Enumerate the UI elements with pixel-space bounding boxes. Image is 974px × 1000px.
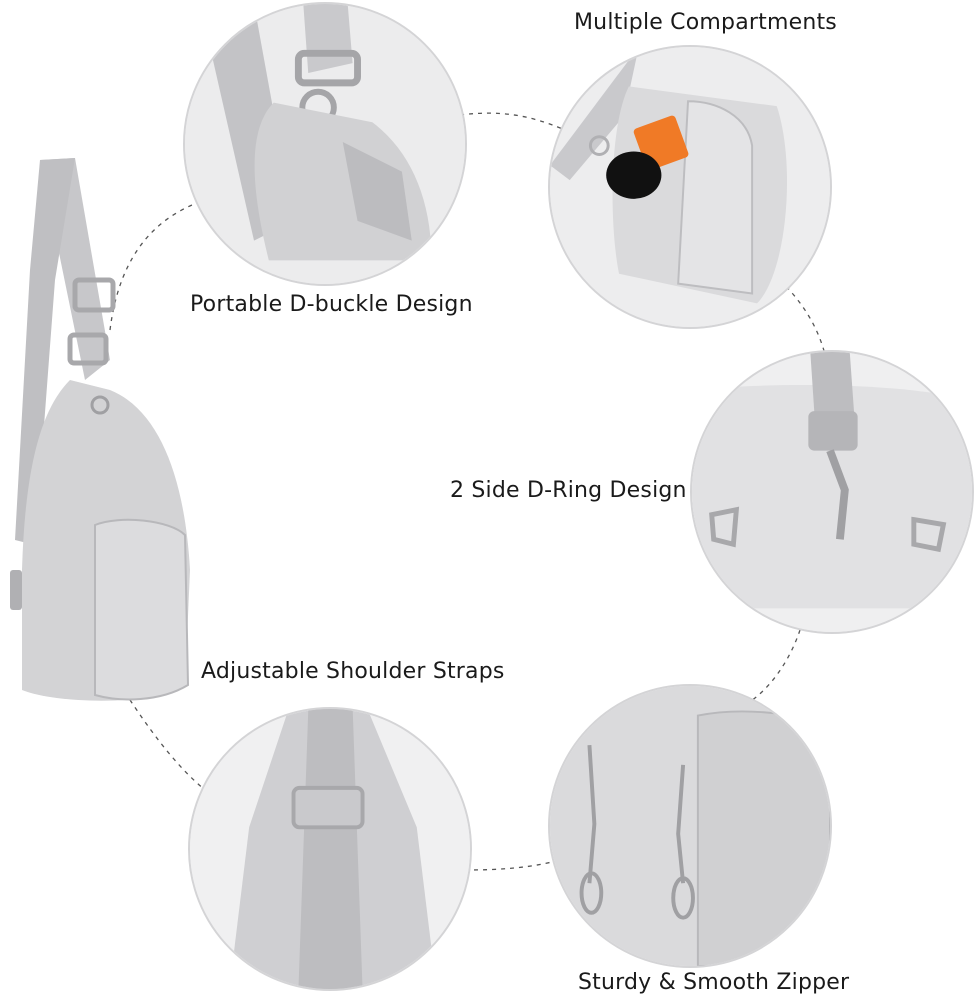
label-compartments: Multiple Compartments xyxy=(574,10,837,35)
label-zipper: Sturdy & Smooth Zipper xyxy=(578,970,850,995)
zipper-detail-image xyxy=(548,684,832,968)
label-d-ring: 2 Side D-Ring Design xyxy=(450,478,687,503)
compartments-detail-image xyxy=(548,45,832,329)
shoulder-strap-detail-image xyxy=(188,707,472,991)
main-bag-image xyxy=(10,158,190,701)
d-ring-detail-image xyxy=(690,350,974,634)
label-shoulder-straps: Adjustable Shoulder Straps xyxy=(201,659,505,684)
label-d-buckle: Portable D-buckle Design xyxy=(190,292,473,317)
d-buckle-detail-image xyxy=(183,2,467,286)
